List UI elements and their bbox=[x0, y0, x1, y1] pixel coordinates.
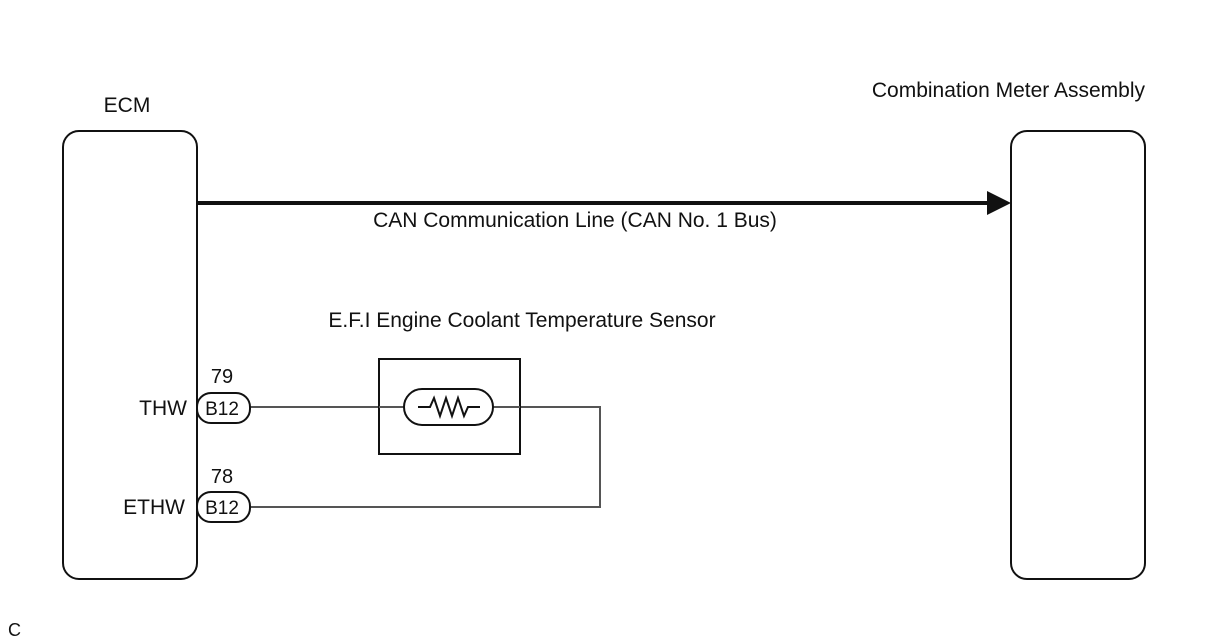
sensor-label: E.F.I Engine Coolant Temperature Sensor bbox=[328, 309, 715, 332]
terminal-2-signal: ETHW bbox=[123, 496, 185, 519]
terminal-1-signal: THW bbox=[139, 397, 187, 420]
terminal-1-connector bbox=[196, 392, 251, 424]
resistor-icon bbox=[418, 394, 480, 420]
ecm-box bbox=[62, 130, 198, 580]
terminal-2-connector bbox=[196, 491, 251, 523]
figure-footer-letter: C bbox=[8, 620, 21, 640]
terminal-1-connector-label: B12 bbox=[205, 399, 239, 420]
terminal-2-connector-label: B12 bbox=[205, 498, 239, 519]
meter-box bbox=[1010, 130, 1146, 580]
ecm-label: ECM bbox=[104, 94, 151, 117]
meter-label: Combination Meter Assembly bbox=[872, 79, 1146, 102]
terminal-1-pin: 79 bbox=[211, 366, 233, 388]
can-arrowhead bbox=[987, 191, 1011, 215]
can-line-label: CAN Communication Line (CAN No. 1 Bus) bbox=[373, 209, 777, 232]
terminal-2-pin: 78 bbox=[211, 466, 233, 488]
